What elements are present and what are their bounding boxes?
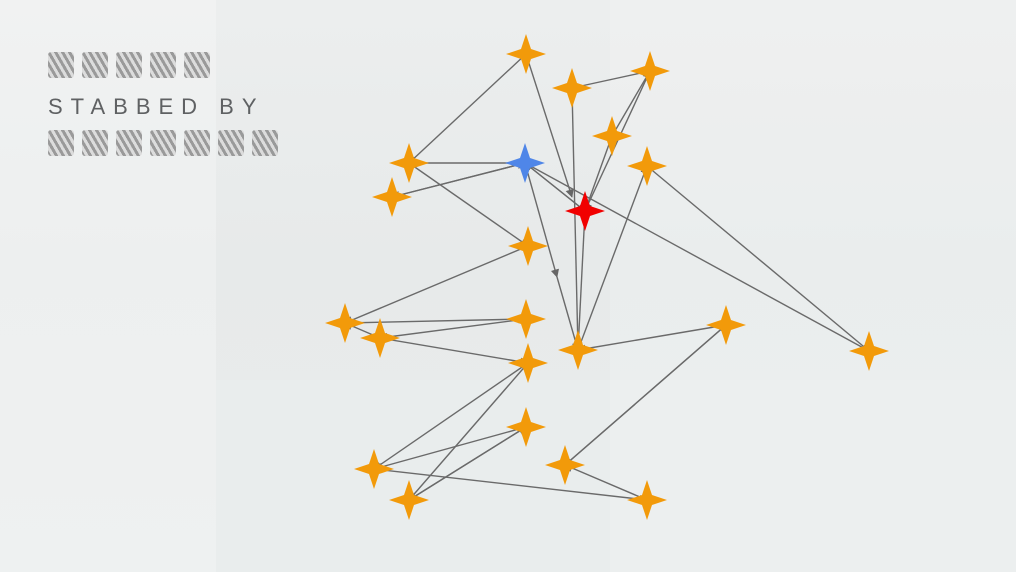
- graph-edge: [524, 162, 870, 352]
- graph-edge: [564, 464, 648, 501]
- scribble-icon: [48, 130, 74, 156]
- graph-edge: [379, 318, 527, 342]
- graph-edge: [556, 276, 580, 351]
- graph-node[interactable]: [627, 146, 667, 186]
- graph-node[interactable]: [360, 318, 400, 358]
- graph-node[interactable]: [627, 480, 667, 520]
- graph-node[interactable]: [372, 177, 412, 217]
- graph-edge: [408, 53, 527, 164]
- graph-edge: [373, 362, 529, 470]
- graph-node[interactable]: [506, 407, 546, 447]
- graph-edge: [571, 68, 651, 89]
- scribble-icon: [116, 52, 142, 78]
- graph-edge: [408, 426, 527, 501]
- graph-title: STABBED BY: [48, 94, 265, 119]
- graph-edge: [583, 135, 613, 212]
- graph-edge: [577, 324, 727, 353]
- title-area: STABBED BY: [48, 52, 308, 182]
- graph-edge: [577, 165, 649, 351]
- graph-edge: [564, 324, 727, 466]
- graph-edge: [571, 87, 583, 351]
- scribble-icon: [184, 52, 210, 78]
- graph-edge: [408, 362, 529, 501]
- graph-node[interactable]: [508, 226, 548, 266]
- graph-node[interactable]: [506, 299, 546, 339]
- scribble-icon: [150, 52, 176, 78]
- graph-edge: [344, 245, 529, 324]
- graph-edge: [391, 160, 526, 198]
- scribble-icon: [116, 130, 142, 156]
- graph-node[interactable]: [389, 143, 429, 183]
- graph-node[interactable]: [565, 191, 605, 231]
- top-scribbles: [48, 52, 308, 78]
- graph-edge: [584, 70, 651, 212]
- bottom-scribbles: [48, 130, 308, 156]
- graph-node[interactable]: [552, 68, 592, 108]
- scribble-icon: [252, 130, 278, 156]
- scribble-icon: [82, 52, 108, 78]
- graph-node[interactable]: [325, 303, 365, 343]
- graph-edge: [524, 162, 586, 212]
- scribble-icon: [184, 130, 210, 156]
- graph-node[interactable]: [849, 331, 889, 371]
- edges: [344, 53, 870, 504]
- graph-edge: [373, 468, 648, 504]
- graph-edge: [408, 162, 529, 247]
- graph-node[interactable]: [354, 449, 394, 489]
- graph-edge: [344, 314, 527, 324]
- graph-node[interactable]: [706, 305, 746, 345]
- nodes: [325, 34, 889, 520]
- scribble-icon: [82, 130, 108, 156]
- graph-edge: [379, 337, 529, 366]
- graph-edge: [646, 165, 870, 352]
- graph-node[interactable]: [630, 51, 670, 91]
- graph-node[interactable]: [389, 480, 429, 520]
- graph-node[interactable]: [508, 343, 548, 383]
- scribble-icon: [48, 52, 74, 78]
- graph-edge: [611, 70, 651, 137]
- graph-edge: [373, 426, 527, 472]
- graph-node[interactable]: [558, 330, 598, 370]
- scribble-icon: [218, 130, 244, 156]
- graph-edge: [574, 210, 586, 351]
- scribble-icon: [150, 130, 176, 156]
- graph-node[interactable]: [506, 34, 546, 74]
- graph-node[interactable]: [505, 143, 545, 183]
- graph-node[interactable]: [545, 445, 585, 485]
- graph-edge: [525, 53, 574, 198]
- graph-edge: [524, 162, 560, 278]
